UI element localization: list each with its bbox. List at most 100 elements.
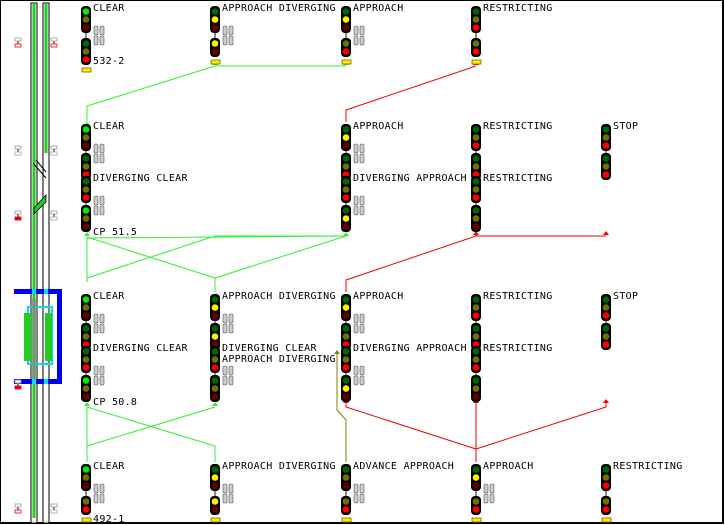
signal-s6[interactable]: [81, 176, 105, 232]
green-connection: [86, 406, 216, 447]
signal-s25[interactable]: [601, 464, 612, 523]
signal-lamp: [82, 155, 90, 162]
location-label: CP 50.8: [93, 397, 138, 408]
signal-lamp: [211, 506, 219, 513]
indicator-cell: [353, 25, 359, 36]
location-label: 492-1: [93, 514, 125, 525]
red-connection: [345, 400, 477, 462]
signal-mast: [214, 33, 216, 38]
signal-s22[interactable]: [210, 464, 234, 523]
block-outline-top: [14, 289, 62, 294]
signal-s23[interactable]: [341, 464, 365, 523]
signal-lamp: [211, 312, 219, 319]
signal-lamp: [472, 312, 480, 319]
signal-s7[interactable]: [341, 124, 365, 180]
red-connection: [345, 235, 606, 292]
signal-s9[interactable]: [471, 124, 481, 180]
signal-lamp: [82, 348, 90, 355]
signal-lamp: [82, 474, 90, 481]
signal-s1[interactable]: [81, 6, 105, 73]
signal-lamp: [602, 498, 610, 505]
indicator-cell: [353, 313, 359, 324]
indicator-cell: [483, 493, 489, 504]
green-connection: [86, 406, 216, 462]
signal-s12[interactable]: [81, 294, 105, 350]
signal-lamp: [602, 163, 610, 170]
signal-lamp: [472, 134, 480, 141]
signal-s13[interactable]: [81, 346, 105, 402]
signal-lamp: [472, 8, 480, 15]
signal-lamp: [472, 24, 480, 31]
signal-s5[interactable]: [81, 124, 105, 180]
signal-lamp: [211, 8, 219, 15]
signal-lamp: [472, 194, 480, 201]
signal-lamp: [82, 194, 90, 201]
signal-s14[interactable]: [210, 294, 234, 350]
green-connection: [86, 235, 347, 282]
indicator-cell: [359, 483, 365, 494]
signal-lamp: [342, 393, 350, 400]
indicator-cell: [99, 25, 105, 36]
signal-lamp: [472, 296, 480, 303]
signal-lamp: [82, 186, 90, 193]
signal-lamp: [211, 356, 219, 363]
block-outline-bottom: [14, 379, 62, 384]
signal-s18[interactable]: [471, 294, 481, 350]
signal-lamp: [211, 498, 219, 505]
signal-lamp: [82, 8, 90, 15]
signal-lamp: [82, 466, 90, 473]
indicator-cell: [353, 205, 359, 216]
indicator-cell: [483, 483, 489, 494]
signal-s21[interactable]: [81, 464, 105, 523]
signal-lamp: [82, 178, 90, 185]
signal-lamp: [211, 333, 219, 340]
signal-lamp: [602, 466, 610, 473]
crossover-green: [33, 193, 47, 215]
signal-s19[interactable]: [471, 346, 481, 402]
signal-lamp: [211, 304, 219, 311]
signal-lamp: [472, 186, 480, 193]
signal-lamp: [342, 466, 350, 473]
signal-lamp: [82, 126, 90, 133]
signal-s4[interactable]: [471, 6, 482, 65]
signal-s2[interactable]: [210, 6, 234, 65]
signal-s16[interactable]: [341, 294, 365, 350]
signal-s20[interactable]: [601, 294, 611, 350]
signal-s10[interactable]: [471, 176, 481, 232]
indicator-cell: [93, 153, 99, 164]
track-2-occupied: [44, 3, 48, 153]
aspect-label: DIVERGING CLEAR APPROACH DIVERGING: [222, 343, 336, 365]
signal-lamp: [82, 207, 90, 214]
indicator-cell: [99, 365, 105, 376]
signal-s3[interactable]: [341, 6, 365, 65]
signal-lamp: [472, 155, 480, 162]
aspect-label: DIVERGING APPROACH: [353, 343, 467, 354]
indicator-cell: [353, 143, 359, 154]
signal-lamp: [472, 364, 480, 371]
signal-s15[interactable]: [210, 346, 234, 402]
signal-lamp: [342, 304, 350, 311]
signal-lamp: [82, 296, 90, 303]
signal-lamp: [82, 325, 90, 332]
signal-s11[interactable]: [601, 124, 611, 180]
trackside-signal-icon: [50, 503, 58, 514]
route-indicators: [222, 365, 234, 386]
signal-lamp: [472, 48, 480, 55]
signal-s8[interactable]: [341, 176, 365, 232]
indicator-cell: [228, 35, 234, 46]
aspect-label: APPROACH: [353, 3, 404, 14]
signal-lamp: [472, 377, 480, 384]
red-connection: [475, 400, 607, 450]
signal-lamp: [211, 40, 219, 47]
aspect-label: DIVERGING CLEAR: [93, 343, 188, 354]
signal-s24[interactable]: [471, 464, 495, 523]
signal-lamp: [342, 8, 350, 15]
location-label: CP 51.5: [93, 227, 138, 238]
signal-lamp: [602, 312, 610, 319]
signal-s17[interactable]: [341, 346, 365, 402]
arrowhead: [212, 402, 218, 406]
signal-lamp: [602, 155, 610, 162]
indicator-cell: [353, 483, 359, 494]
route-indicators: [93, 143, 105, 164]
signal-lamp: [342, 385, 350, 392]
